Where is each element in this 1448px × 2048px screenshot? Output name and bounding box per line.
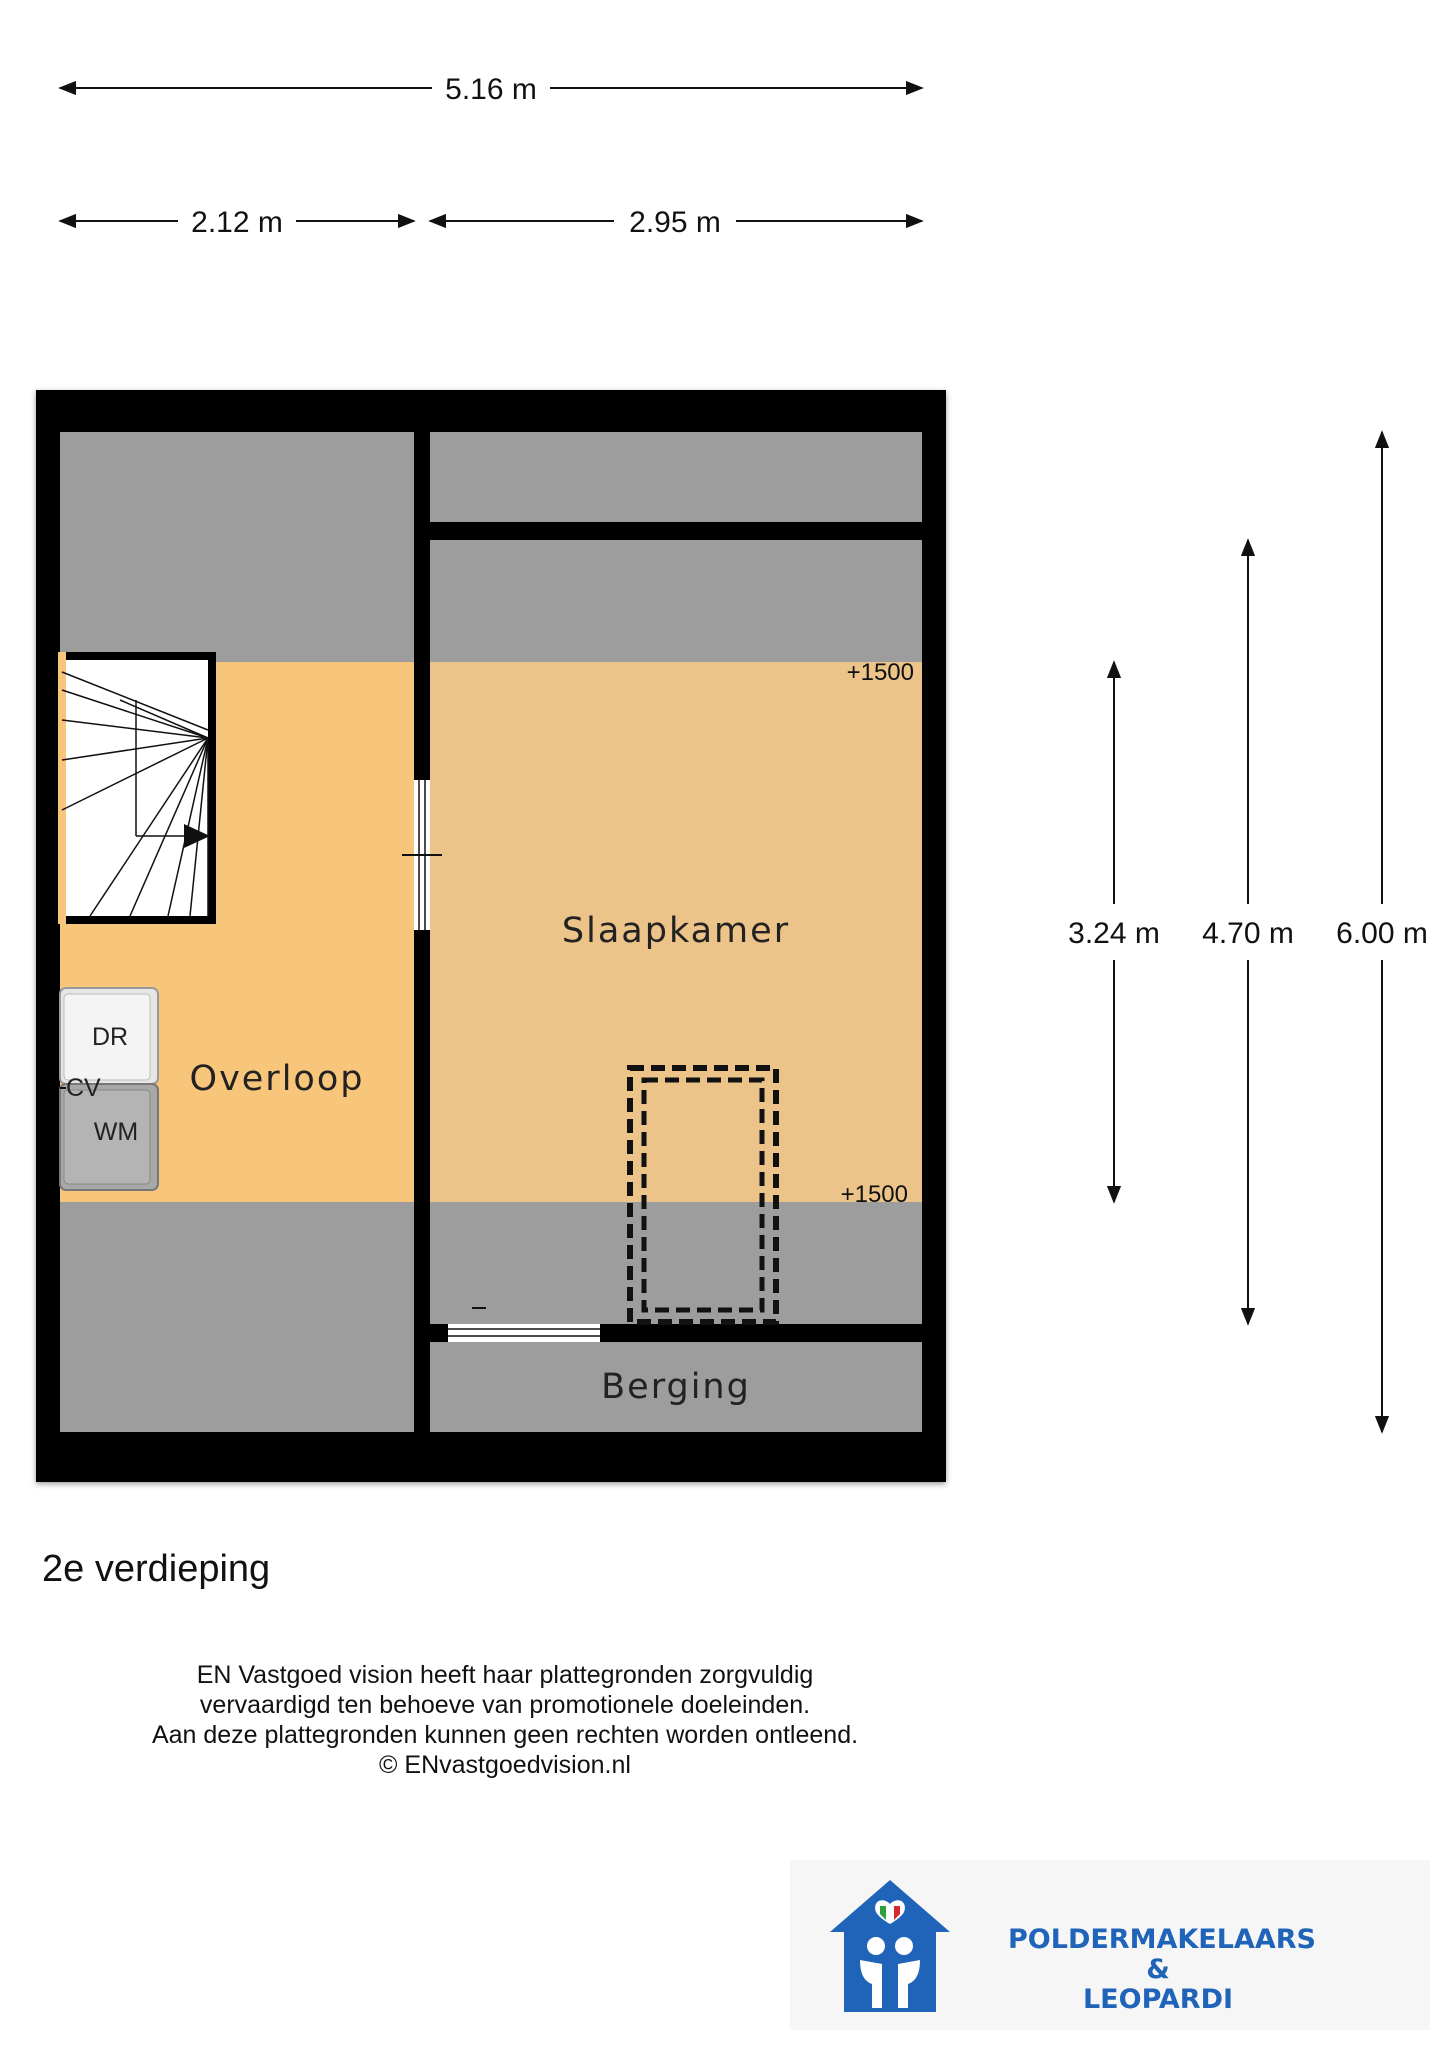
washer-label: WM (94, 1118, 138, 1146)
house-icon (830, 1880, 950, 2012)
brand-logo (790, 1860, 1430, 2030)
height-c-label: 6.00 m (1336, 917, 1428, 950)
boiler-label: CV (66, 1074, 101, 1102)
sliding-door-overloop (402, 780, 442, 930)
slaapkamer-floor (430, 662, 922, 1202)
low-ceiling-left-top (60, 432, 414, 662)
level-marker-lower: +1500 (841, 1181, 908, 1208)
dimension-height-a: 3.24 m (1068, 660, 1160, 1204)
disclaimer: EN Vastgoed vision heeft haar plattegron… (0, 1660, 1010, 1780)
right-width-label: 2.95 m (629, 206, 721, 239)
brand-name: POLDERMAKELAARS & LEOPARDI (1008, 1924, 1316, 2015)
room-label-berging: Berging (601, 1367, 751, 1407)
left-width-label: 2.12 m (191, 206, 283, 239)
low-ceiling-right-bottom (430, 1202, 922, 1324)
interior-wall-vertical (414, 432, 430, 1432)
top-storage-area (430, 432, 922, 522)
level-marker-upper: +1500 (847, 659, 914, 686)
floor-caption: 2e verdieping (42, 1548, 271, 1590)
disclaimer-line: © ENvastgoedvision.nl (379, 1751, 631, 1779)
dimension-height-b: 4.70 m (1202, 538, 1294, 1326)
disclaimer-line: vervaardigd ten behoeve van promotionele… (199, 1691, 811, 1719)
staircase (58, 652, 216, 924)
height-b-label: 4.70 m (1202, 917, 1294, 950)
interior-wall-top (430, 522, 922, 540)
brand-line-1: POLDERMAKELAARS (1008, 1924, 1316, 1955)
low-ceiling-left-bottom (60, 1202, 414, 1432)
dimension-height-c: 6.00 m (1336, 430, 1428, 1434)
room-label-slaapkamer: Slaapkamer (562, 911, 790, 951)
low-ceiling-right-top (430, 540, 922, 662)
dimension-left-width: 2.12 m (58, 206, 416, 239)
brand-line-2: & (1146, 1954, 1170, 1985)
dryer: DR (59, 987, 159, 1085)
height-a-label: 3.24 m (1068, 917, 1160, 950)
disclaimer-line: Aan deze plattegronden kunnen geen recht… (151, 1721, 859, 1749)
dryer-label: DR (92, 1023, 128, 1051)
disclaimer-line: EN Vastgoed vision heeft haar plattegron… (196, 1661, 814, 1689)
total-width-label: 5.16 m (445, 73, 537, 106)
sliding-door-berging (448, 1307, 600, 1342)
roof-window-outline (627, 1065, 779, 1325)
brand-line-3: LEOPARDI (1082, 1984, 1234, 2015)
dimension-right-width: 2.95 m (428, 206, 924, 239)
washing-machine: WM (59, 1083, 159, 1191)
berging-floor (430, 1342, 922, 1432)
dimension-total-width: 5.16 m (58, 73, 924, 106)
room-label-overloop: Overloop (190, 1059, 365, 1099)
